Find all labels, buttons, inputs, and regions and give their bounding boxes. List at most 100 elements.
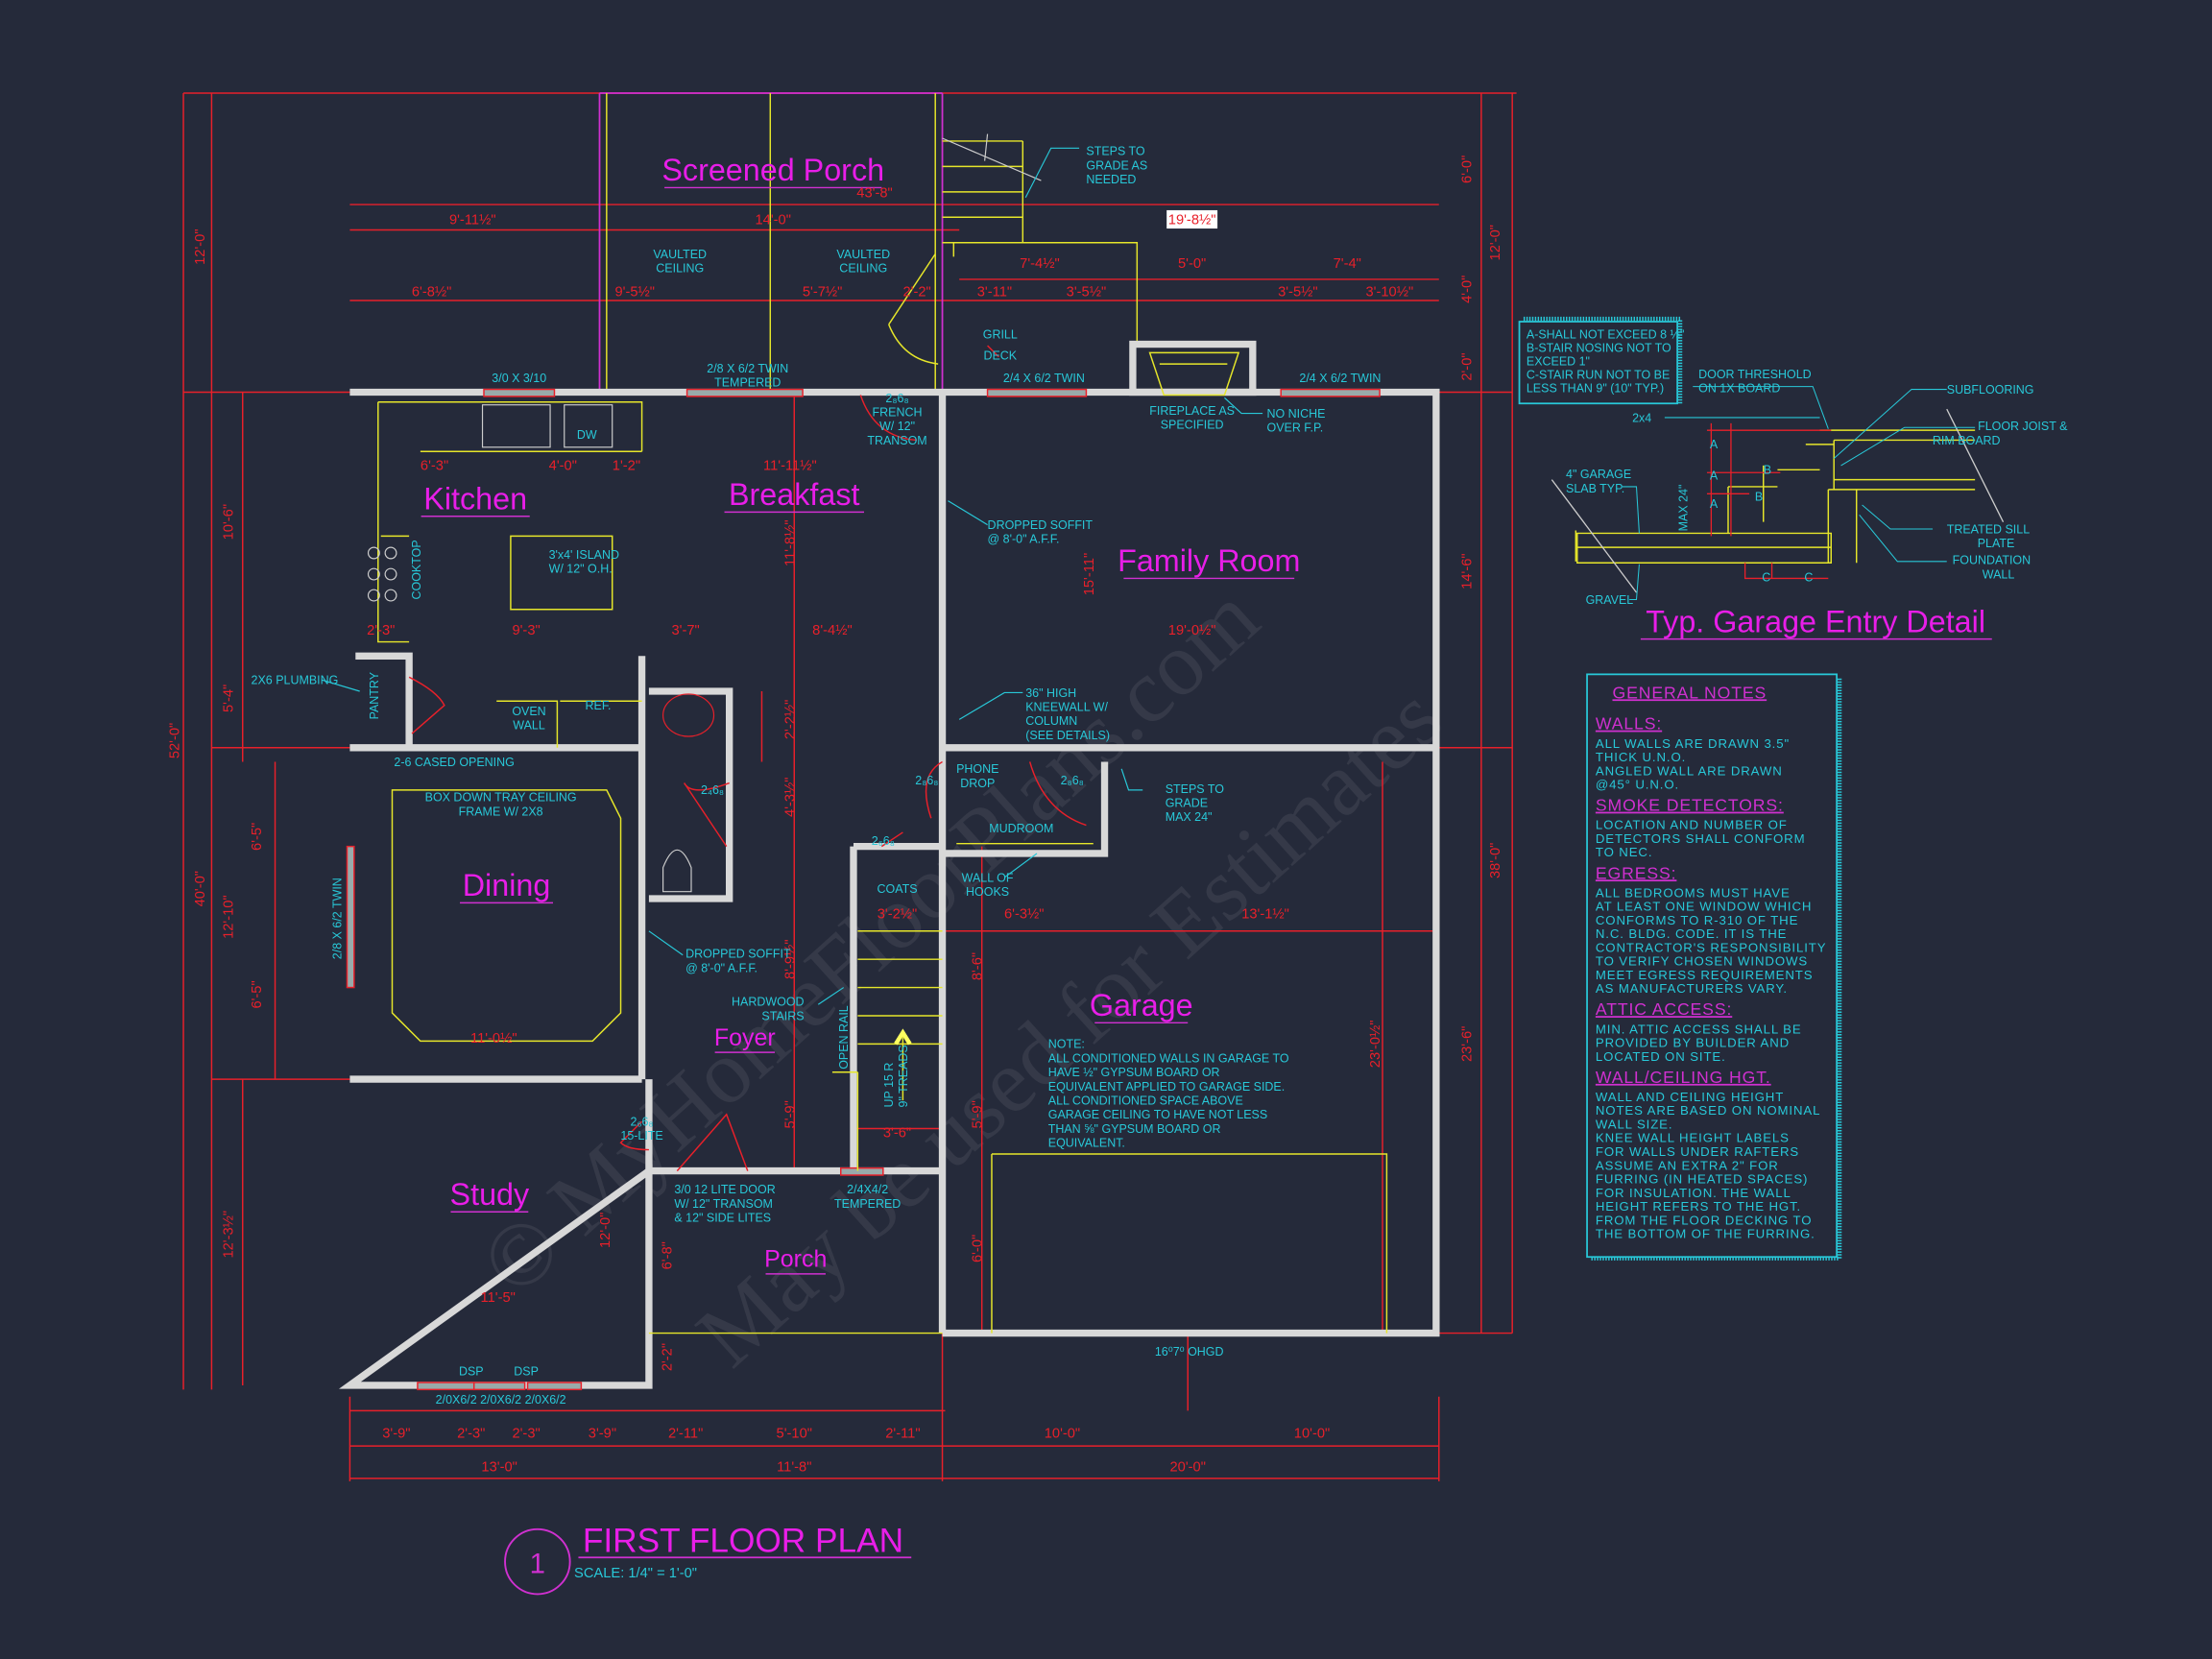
dimension-label: 9'-11½"	[449, 213, 496, 228]
general-notes-line: FROM THE FLOOR DECKING TO	[1596, 1213, 1813, 1227]
annotation-text: 2₆6₈	[631, 1116, 654, 1129]
annotation-text: SPECIFIED	[1161, 419, 1224, 432]
dimension-label: 43'-8"	[856, 186, 892, 202]
general-notes-title: GENERAL NOTES	[1613, 683, 1767, 702]
annotation-text: CEILING	[656, 262, 704, 276]
dimension-label: 4'-3½"	[782, 777, 798, 817]
door-swings	[408, 345, 1087, 1172]
general-notes-line: MEET EGRESS REQUIREMENTS	[1596, 968, 1814, 982]
kitchen-appliances	[367, 404, 715, 893]
dimension-label: 2'-11"	[885, 1426, 920, 1441]
annotation-text: DROPPED SOFFIT	[988, 518, 1094, 532]
general-notes-line: WALL AND CEILING HEIGHT	[1596, 1090, 1784, 1104]
dimension-labels: 43'-8" 9'-11½" 14'-0" 19'-8½" 7'-4½" 5'-0" 7'-…	[168, 156, 1503, 1476]
annotation-text: @ 8'-0" A.F.F.	[988, 533, 1060, 546]
dimension-label: 1'-2"	[613, 458, 640, 473]
detail-label: RIM BOARD	[1933, 434, 2001, 447]
general-notes-line: THE BOTTOM OF THE FURRING.	[1596, 1227, 1815, 1241]
dimension-label: 12'-0"	[1488, 225, 1503, 260]
annotation-text: TRANSOM	[867, 434, 926, 447]
dimension-label: 19'-8½"	[1168, 213, 1216, 228]
annotation-text: 2X6 PLUMBING	[252, 674, 339, 687]
dimension-label: 2'-3"	[457, 1426, 485, 1441]
general-notes-line: NOTES ARE BASED ON NOMINAL	[1596, 1103, 1820, 1118]
detail-label: SUBFLOORING	[1947, 383, 2034, 397]
dimension-label: 6'-0"	[1460, 156, 1476, 183]
dimension-label: 5'-0"	[1178, 256, 1206, 272]
detail-label: C	[1804, 570, 1813, 584]
dimension-label: 8'-9½"	[782, 939, 798, 979]
dimension-label: 14'-6"	[1460, 553, 1476, 589]
dimension-label: 8'-6"	[971, 952, 986, 980]
room-label: Study	[450, 1177, 530, 1212]
dimension-label: 5'-9"	[971, 1100, 986, 1128]
room-label: Screened Porch	[661, 153, 884, 187]
general-notes-heading: WALL/CEILING HGT.	[1596, 1068, 1771, 1087]
annotation-text: DROP	[960, 777, 995, 790]
annotation-text: & 12" SIDE LITES	[674, 1211, 771, 1224]
dimension-label: 3'-10½"	[1366, 285, 1414, 301]
general-notes-line: ANGLED WALL ARE DRAWN	[1596, 763, 1783, 778]
annotation-text: 16⁰7⁰ OHGD	[1155, 1345, 1224, 1358]
annotation-text: 2/8 X 6/2 TWIN	[707, 362, 788, 375]
fireplace-box	[1129, 340, 1257, 397]
dimension-label: 14'-0"	[756, 213, 791, 228]
annotation-text: FIREPLACE AS	[1149, 404, 1235, 418]
annotation-text: EQUIVALENT APPLIED TO GARAGE SIDE.	[1048, 1080, 1285, 1094]
dimension-label: 3'-5½"	[1067, 285, 1107, 301]
dimension-label: 5'-7½"	[803, 285, 843, 301]
dimension-label: 2'-2½"	[782, 700, 798, 740]
annotation-text: 9" TREADS	[897, 1045, 910, 1107]
annotation-text: PHONE	[956, 762, 998, 776]
detail-label: FOUNDATION	[1953, 554, 2032, 567]
garage-entry-detail: A-SHALL NOT EXCEED 8 ¼"B-STAIR NOSING NO…	[1518, 316, 2068, 640]
annotation-text: DROPPED SOFFIT	[685, 948, 791, 961]
detail-label: B	[1755, 491, 1763, 504]
detail-criteria-line: EXCEED 1"	[1527, 355, 1590, 369]
room-label: Foyer	[714, 1024, 776, 1051]
general-notes-heading: ATTIC ACCESS:	[1596, 999, 1732, 1019]
dimension-label: 40'-0"	[193, 871, 208, 906]
general-notes-line: LOCATION AND NUMBER OF	[1596, 818, 1788, 832]
annotation-text: NOTE:	[1048, 1038, 1085, 1051]
dimension-label: 9'-3"	[512, 623, 540, 638]
general-notes-line: CONFORMS TO R-310 OF THE	[1596, 913, 1798, 927]
dimension-label: 3'-2½"	[878, 907, 917, 923]
dimension-label: 12'-0"	[193, 228, 208, 264]
dimension-label: 2'-2"	[902, 285, 930, 301]
annotation-text: ALL CONDITIONED SPACE ABOVE	[1048, 1094, 1243, 1108]
annotation-text: TEMPERED	[834, 1197, 901, 1211]
detail-criteria-line: B-STAIR NOSING NOT TO	[1527, 342, 1671, 355]
dimension-label: 19'-0½"	[1168, 623, 1216, 638]
plan-scale: SCALE: 1/4" = 1'-0"	[574, 1566, 697, 1581]
general-notes-line: CONTRACTOR'S RESPONSIBILITY	[1596, 940, 1827, 954]
general-notes-line: TO VERIFY CHOSEN WINDOWS	[1596, 954, 1808, 969]
dimension-label: 5'-10"	[777, 1426, 812, 1441]
detail-label: A	[1710, 469, 1719, 483]
screened-porch-outline	[598, 92, 1139, 393]
annotation-text: 2₈6₈	[915, 774, 938, 787]
dimension-label: 11'-11½"	[763, 458, 817, 473]
room-label: Breakfast	[729, 477, 860, 512]
annotation-text: 2/4X4/2	[847, 1183, 888, 1196]
general-notes-line: N.C. BLDG. CODE. IT IS THE	[1596, 926, 1787, 941]
annotation-text: GRADE AS	[1086, 158, 1147, 172]
dimension-label: 12'-10"	[221, 895, 236, 939]
dimension-label: 12'-0"	[598, 1213, 613, 1248]
dimension-label: 7'-4½"	[1020, 256, 1059, 272]
detail-label: GRAVEL	[1586, 593, 1634, 607]
annotation-text: 2₈6₈	[1061, 774, 1084, 787]
annotation-text: REF.	[586, 699, 612, 712]
dimension-label: 12'-3½"	[221, 1211, 236, 1259]
general-notes-line: ALL BEDROOMS MUST HAVE	[1596, 885, 1791, 900]
dimension-label: 23'-6"	[1460, 1026, 1476, 1062]
detail-label: ON 1X BOARD	[1698, 381, 1780, 395]
annotation-text: OPEN RAIL	[837, 1005, 851, 1070]
sink-icon	[481, 404, 551, 448]
annotation-text: WALL OF	[962, 871, 1014, 884]
general-notes-line: FURRING (IN HEATED SPACES)	[1596, 1172, 1808, 1187]
annotation-text: 2/0X6/2 2/0X6/2 2/0X6/2	[436, 1393, 566, 1407]
dimension-label: 7'-4"	[1334, 256, 1361, 272]
